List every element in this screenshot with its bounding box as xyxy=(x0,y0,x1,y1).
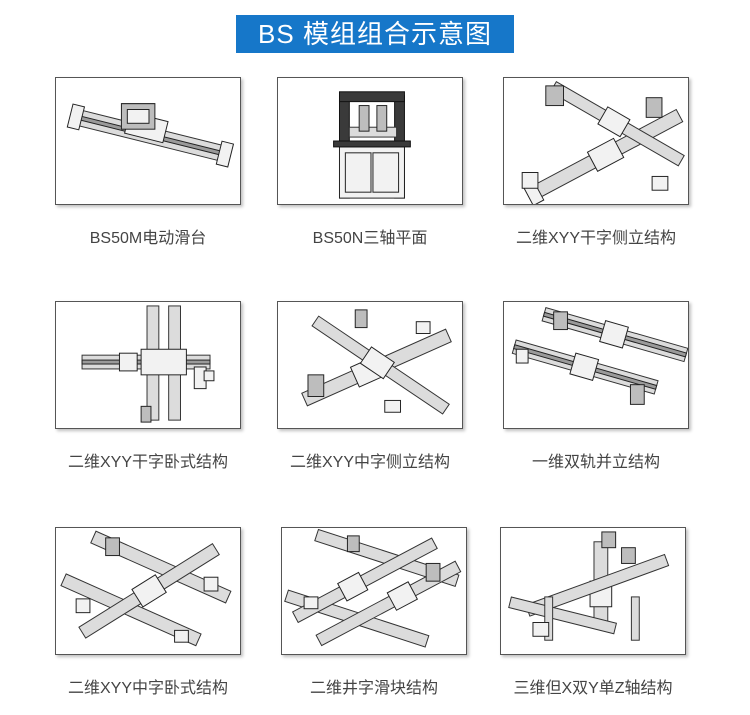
module-image-8 xyxy=(281,527,467,655)
module-image-3 xyxy=(503,77,689,205)
xyy-center-side-illustration xyxy=(301,309,452,415)
module-image-6 xyxy=(503,301,689,429)
module-caption: 二维井字滑块结构 xyxy=(309,680,438,697)
module-image-9 xyxy=(500,527,686,655)
module-image-4 xyxy=(55,301,241,429)
module-caption: 三维但X双Y单Z轴结构 xyxy=(513,680,673,697)
module-caption: BS50N三轴平面 xyxy=(312,230,428,247)
module-caption: 二维XYY干字侧立结构 xyxy=(515,230,677,247)
x-dual-y-single-z-illustration xyxy=(508,531,670,641)
module-image-5 xyxy=(277,301,463,429)
xyy-side-standing-illustration xyxy=(521,81,685,204)
module-caption: 二维XYY中字侧立结构 xyxy=(289,454,451,471)
page-title: BS 模组组合示意图 xyxy=(236,15,514,53)
grid-slider-illustration xyxy=(284,528,462,648)
module-image-2 xyxy=(277,77,463,205)
module-caption: 二维XYY中字卧式结构 xyxy=(67,680,229,697)
module-image-1 xyxy=(55,77,241,205)
three-axis-machine-illustration xyxy=(333,91,411,199)
module-caption: 一维双轨并立结构 xyxy=(531,454,660,471)
module-image-7 xyxy=(55,527,241,655)
xyy-center-horizontal-illustration xyxy=(60,530,232,647)
module-caption: BS50M电动滑台 xyxy=(89,230,207,247)
xyy-horizontal-illustration xyxy=(81,305,215,423)
module-caption: 二维XYY干字卧式结构 xyxy=(67,454,229,471)
dual-rail-parallel-illustration xyxy=(511,307,688,405)
linear-stage-illustration xyxy=(66,103,235,168)
